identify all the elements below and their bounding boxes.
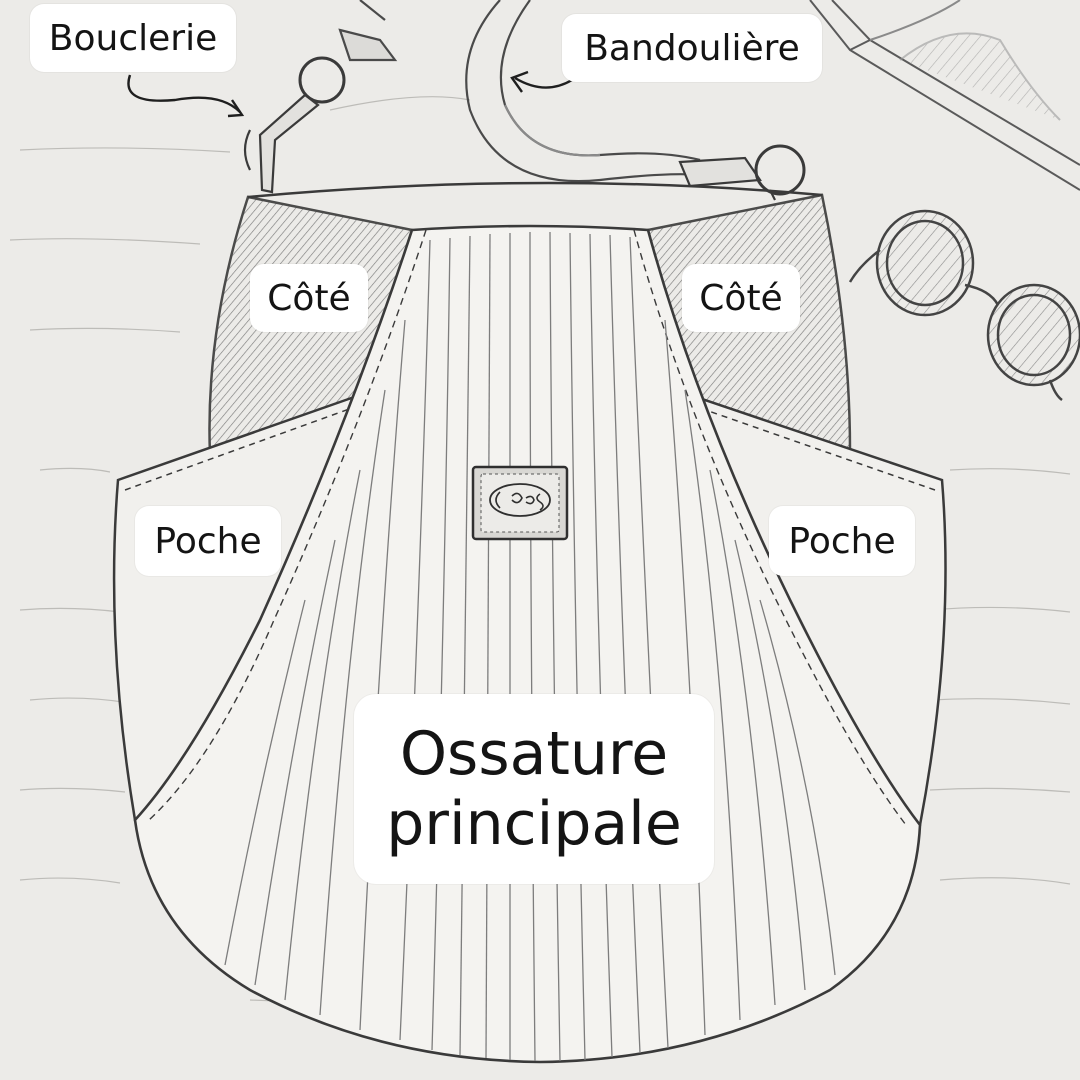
snap-hook-right-icon bbox=[678, 144, 806, 201]
label-bandouliere: Bandoulière bbox=[562, 14, 822, 82]
brand-tag-icon bbox=[471, 465, 569, 541]
label-bouclerie-text: Bouclerie bbox=[48, 17, 218, 59]
label-poche-right-text: Poche bbox=[788, 520, 896, 562]
label-cote-right-text: Côté bbox=[699, 277, 783, 319]
label-cote-left: Côté bbox=[250, 264, 368, 332]
label-poche-right: Poche bbox=[769, 506, 915, 576]
arrow-icon bbox=[127, 70, 573, 118]
label-cote-right: Côté bbox=[682, 264, 800, 332]
bag-stripes bbox=[224, 231, 836, 1062]
label-ossature-line2: principale bbox=[386, 789, 682, 859]
label-ossature-line1: Ossature bbox=[399, 719, 669, 789]
label-poche-left: Poche bbox=[135, 506, 281, 576]
label-poche-left-text: Poche bbox=[154, 520, 262, 562]
label-bouclerie: Bouclerie bbox=[30, 4, 236, 72]
snap-hook-left-icon bbox=[243, 56, 346, 194]
label-cote-left-text: Côté bbox=[267, 277, 351, 319]
label-ossature-principale: Ossature principale bbox=[354, 694, 714, 884]
label-bandouliere-text: Bandoulière bbox=[584, 27, 800, 69]
strap-icon bbox=[338, 0, 701, 183]
picture-frame-icon bbox=[809, 0, 1080, 191]
sunglasses-icon bbox=[848, 209, 1080, 402]
